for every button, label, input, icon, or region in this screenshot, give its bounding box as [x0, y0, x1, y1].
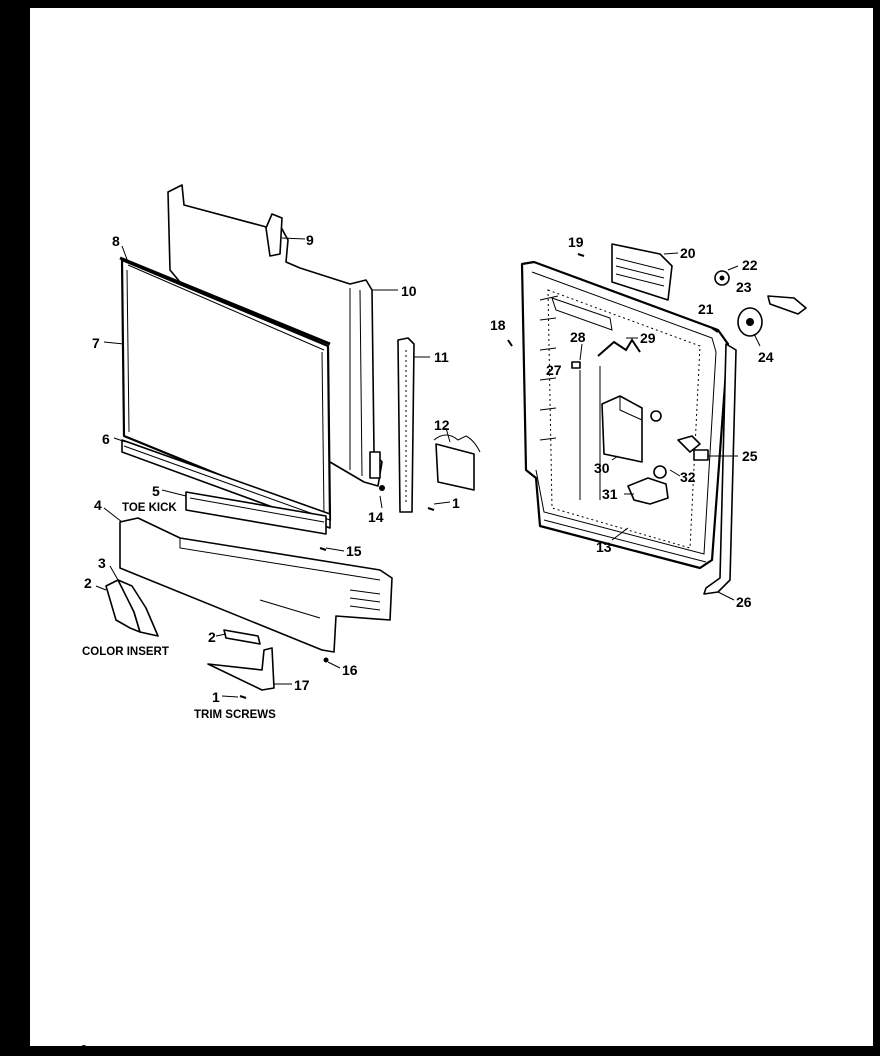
- callout-32: 31: [602, 486, 618, 502]
- part-27-strip: [703, 343, 737, 595]
- callout-11: 10: [401, 283, 417, 299]
- callout-25: 24: [758, 349, 774, 365]
- caption-color-insert: COLOR INSERT: [82, 646, 169, 658]
- leader-lines: [95, 245, 761, 698]
- caption-toe-kick: TOE KICK: [122, 502, 177, 514]
- part-18-bracket: [207, 647, 275, 691]
- part-10-clip: [265, 213, 306, 257]
- callout-2-visible: 2: [208, 629, 216, 645]
- callout-6: 5: [152, 483, 160, 499]
- callout-30: 29: [640, 330, 656, 346]
- callout-19: 18: [490, 317, 506, 333]
- part-13-bracket: [433, 434, 481, 491]
- callout-21: 20: [680, 245, 696, 261]
- callout-5: 4: [94, 497, 102, 513]
- screw-parts: [239, 253, 719, 699]
- page-number: 6: [80, 1042, 87, 1056]
- callout-27: 26: [736, 594, 752, 610]
- part-8-door-panel: [119, 256, 332, 522]
- part-32-latch: [627, 465, 669, 505]
- callout-15: 14: [368, 509, 384, 525]
- callout-18: 17: [294, 677, 310, 693]
- callout-13: 12: [434, 417, 450, 433]
- part-7-bottom-trim: [121, 439, 331, 529]
- part-25-knob: [737, 307, 763, 337]
- callout-16: 15: [346, 543, 362, 559]
- part-5-access-panel: [119, 517, 393, 653]
- callout-33: 32: [680, 469, 696, 485]
- callout-12: 11: [434, 349, 449, 365]
- callout-17: 16: [342, 662, 358, 678]
- callout-3: 2: [84, 575, 92, 591]
- part-33-switch: [650, 410, 701, 453]
- callout-10: 9: [306, 232, 314, 248]
- callout-23: 22: [742, 257, 758, 273]
- callout-labels: 8 7 6 9 10 11 12 1 14 15 5 TOE KICK 4 3 …: [82, 232, 774, 721]
- callout-4: 3: [98, 555, 106, 571]
- part-6-toe-kick: [185, 491, 327, 535]
- callout-1-left: 1: [212, 689, 220, 705]
- part-26-tab: [693, 449, 709, 461]
- callout-31: 30: [594, 460, 610, 476]
- part-12-side-rail: [397, 337, 415, 513]
- callout-7: 6: [102, 431, 110, 447]
- part-21-vent: [611, 243, 673, 301]
- part-24-shaft: [767, 295, 807, 315]
- part-31-module: [601, 395, 643, 463]
- callout-28: 27: [546, 362, 562, 378]
- callout-8: 7: [92, 335, 100, 351]
- callout-9: 8: [112, 233, 120, 249]
- callout-14: 13: [596, 539, 612, 555]
- part-28-clip: [571, 361, 581, 369]
- part-3-color-insert: [105, 579, 159, 637]
- part-2-bracket: [223, 629, 261, 645]
- callout-22: 21: [698, 301, 714, 317]
- caption-trim-screws: TRIM SCREWS: [194, 709, 276, 721]
- callout-1-right: 1: [452, 495, 460, 511]
- part-30-spring: [597, 338, 641, 357]
- callout-29: 28: [570, 329, 586, 345]
- callout-20: 19: [568, 234, 584, 250]
- callout-26: 25: [742, 448, 758, 464]
- diagram-sheet: [30, 8, 873, 1046]
- callout-24: 23: [736, 279, 752, 295]
- part-23-washer: [714, 270, 730, 286]
